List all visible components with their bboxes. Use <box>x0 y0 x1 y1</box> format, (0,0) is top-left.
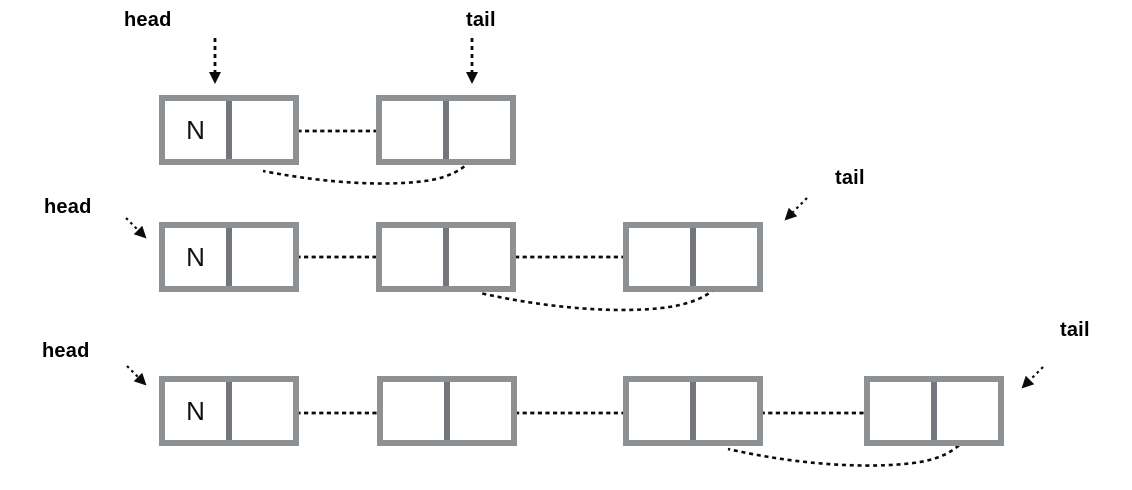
row2-head-label: head <box>44 196 92 218</box>
node-divider <box>443 228 449 286</box>
node-divider <box>931 382 937 440</box>
node-data-cell: N <box>165 101 226 159</box>
node-data-cell <box>382 101 443 159</box>
row2-head-pointer-arrow <box>125 217 147 239</box>
row2-node2 <box>376 222 516 292</box>
row3-node3 <box>623 376 763 446</box>
node-value: N <box>186 114 205 145</box>
row1-node2 <box>376 95 516 165</box>
row1-head-label: head <box>124 9 172 31</box>
node-divider <box>444 382 450 440</box>
node-data-cell <box>629 228 690 286</box>
row1-node1: N <box>159 95 299 165</box>
row3-node1: N <box>159 376 299 446</box>
node-next-cell <box>232 382 293 440</box>
node-next-cell <box>449 228 510 286</box>
node-value: N <box>186 241 205 272</box>
node-divider <box>443 101 449 159</box>
node-next-cell <box>232 228 293 286</box>
row3-head-pointer-arrow <box>126 365 147 386</box>
node-next-cell <box>232 101 293 159</box>
node-divider <box>226 228 232 286</box>
row2-tail-loop-arc <box>479 254 734 312</box>
row3-node4 <box>864 376 1004 446</box>
node-data-cell <box>382 228 443 286</box>
node-next-cell <box>696 228 757 286</box>
node-data-cell <box>629 382 690 440</box>
row3-node2 <box>377 376 517 446</box>
node-data-cell <box>870 382 931 440</box>
row2-tail-label: tail <box>835 167 865 189</box>
node-divider <box>226 101 232 159</box>
row3-head-label: head <box>42 340 90 362</box>
row3-tail-pointer-arrow <box>1021 366 1044 389</box>
node-divider <box>226 382 232 440</box>
node-next-cell <box>696 382 757 440</box>
node-data-cell <box>383 382 444 440</box>
row3-tail-label: tail <box>1060 319 1090 341</box>
row2-node3 <box>623 222 763 292</box>
node-divider <box>690 382 696 440</box>
node-next-cell <box>449 101 510 159</box>
row2-node1: N <box>159 222 299 292</box>
node-data-cell: N <box>165 382 226 440</box>
node-data-cell: N <box>165 228 226 286</box>
row1-tail-label: tail <box>466 9 496 31</box>
node-next-cell <box>937 382 998 440</box>
node-next-cell <box>450 382 511 440</box>
node-divider <box>690 228 696 286</box>
row2-tail-pointer-arrow <box>784 197 808 221</box>
node-value: N <box>186 395 205 426</box>
